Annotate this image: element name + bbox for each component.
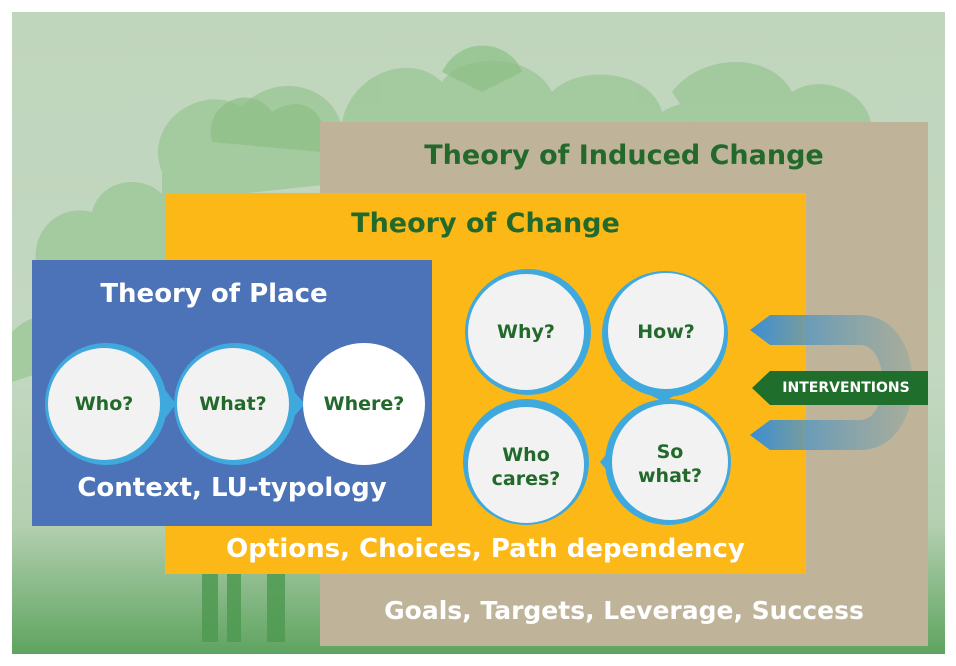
theory-of-change-title: Theory of Change [351,208,620,239]
how-label: How? [637,321,695,343]
who-label: Who? [74,393,134,415]
theory-of-place-title: Theory of Place [100,279,328,309]
where-label: Where? [323,393,405,415]
theory-of-induced-change-footer: Goals, Targets, Leverage, Success [384,596,864,625]
how-circle [602,271,728,402]
so-what-label: So what? [637,441,702,487]
who-circle [45,343,176,465]
interventions-label: INTERVENTIONS [782,380,910,396]
so-what-circle [600,399,731,525]
what-label: What? [199,393,267,415]
what-circle [174,343,305,465]
theory-of-place-footer: Context, LU-typology [77,473,387,503]
theory-of-change-footer: Options, Choices, Path dependency [226,534,745,564]
why-circle [465,269,591,395]
interventions-banner [752,371,928,405]
theory-of-induced-change-title: Theory of Induced Change [424,140,824,171]
interventions-loop-arrow [750,315,913,450]
who-cares-label: Who cares? [491,444,561,490]
who-cares-circle [463,399,589,525]
where-circle [303,343,425,465]
why-label: Why? [497,321,555,343]
